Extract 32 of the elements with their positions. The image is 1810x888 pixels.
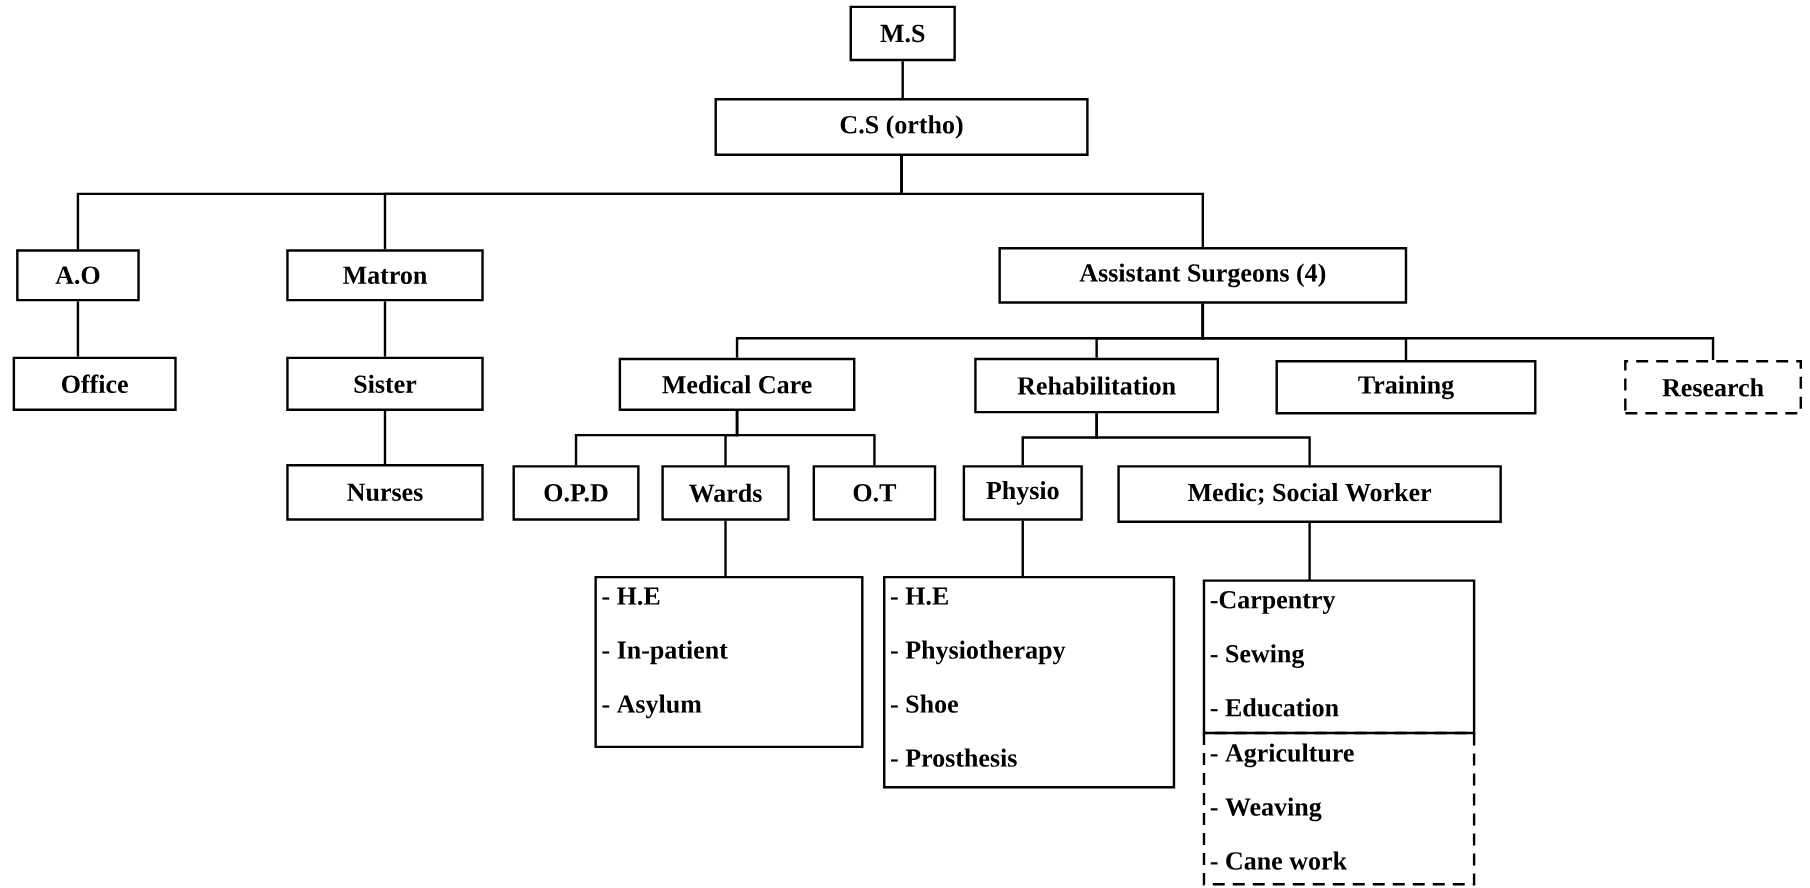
org-box: Medical Care [618, 357, 856, 411]
org-box: C.S (ortho) [714, 98, 1089, 156]
org-box: Wards [661, 465, 790, 521]
connector [383, 411, 387, 464]
org-box: Physio [962, 465, 1083, 521]
org-box: Sister [286, 356, 484, 411]
org-box: Office [12, 356, 177, 411]
list-box: - H.E - Physiotherapy - Shoe - Prosthesis [883, 575, 1176, 789]
org-box: Matron [286, 249, 484, 302]
list-box: - Agriculture - Weaving - Cane work [1202, 731, 1476, 886]
org-box: Research [1624, 360, 1802, 415]
connector [901, 61, 904, 99]
org-box: Training [1275, 360, 1537, 415]
org-box: Rehabilitation [974, 357, 1220, 414]
org-box: A.O [16, 249, 140, 302]
org-box: M.S [849, 5, 956, 62]
connector [76, 301, 80, 357]
connector [1201, 303, 1715, 361]
connector [1308, 522, 1311, 581]
list-box: - H.E - In-patient - Asylum [594, 575, 864, 749]
org-box: O.P.D [512, 465, 640, 521]
org-box: Medic; Social Worker [1117, 465, 1502, 523]
connector [1095, 413, 1311, 466]
list-box: -Carpentry - Sewing - Education [1202, 579, 1476, 735]
connector [1021, 520, 1024, 578]
connector [735, 411, 876, 466]
connector [383, 301, 387, 357]
org-box: Assistant Surgeons (4) [998, 247, 1408, 304]
org-box: O.T [812, 465, 937, 521]
connector [724, 520, 727, 578]
connector [900, 155, 1205, 247]
org-box: Nurses [286, 464, 484, 521]
